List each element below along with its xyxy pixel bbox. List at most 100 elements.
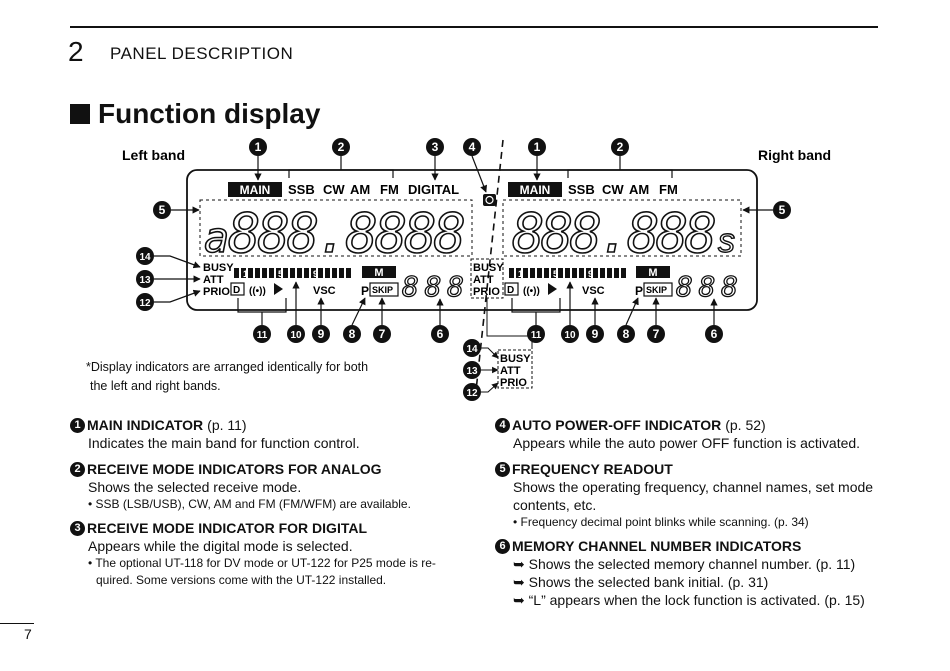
left-band-label: Left band [122,147,185,163]
callouts-side: 5 5 14 13 12 [136,201,791,311]
inset-leader [486,298,533,349]
chapter-title: PANEL DESCRIPTION [110,44,294,63]
status-indicators-left: BUSY ATT PRIO [203,262,234,298]
square-bullet-icon [70,104,90,124]
svg-text:1: 1 [534,140,541,154]
svg-text:PRIO: PRIO [500,377,527,389]
p-indicator-left: P [361,284,369,298]
svg-text:4: 4 [469,140,476,154]
svg-text:1: 1 [255,140,262,154]
svg-text:9: 9 [592,327,599,341]
svg-text:PRIO: PRIO [203,286,230,298]
vsc-indicator-right: VSC [582,285,605,297]
svg-text:7: 7 [653,327,660,341]
svg-text:1: 1 [243,269,248,279]
memory-m-indicator-right [636,266,670,278]
inset-status-indicators: BUSY ATT PRIO [500,353,531,389]
svg-text:CW: CW [323,182,345,197]
svg-text:D: D [507,285,514,296]
svg-text:8: 8 [349,327,356,341]
svg-text:ATT: ATT [500,365,521,377]
svg-text:SKIP: SKIP [372,285,393,295]
svg-text:7: 7 [379,327,386,341]
function-display-diagram: Left band Right band MAIN MAIN SSB CW AM… [122,138,831,401]
chapter-number: 2 [68,36,84,67]
svg-text:10: 10 [290,330,302,341]
svg-text:11: 11 [531,330,542,341]
svg-text:14: 14 [139,252,151,263]
svg-text:9: 9 [313,269,318,279]
page-number: 7 [24,626,32,642]
svg-text:13: 13 [466,366,478,377]
svg-text:6: 6 [711,327,718,341]
footer-rule [0,623,34,624]
svg-text:AM: AM [350,182,370,197]
svg-text:13: 13 [139,275,151,286]
svg-text:11: 11 [257,330,268,341]
svg-text:BUSY: BUSY [203,262,234,274]
svg-text:SSB: SSB [288,182,315,197]
svg-text:12: 12 [466,388,478,399]
svg-text:FM: FM [380,182,399,197]
play-arrow-icon-left [274,283,283,295]
right-band-label: Right band [758,147,831,163]
svg-text:D: D [233,285,240,296]
lock-digit-left: a [204,213,229,262]
svg-text:PRIO: PRIO [473,286,500,298]
suffix-s-right: s [718,222,735,260]
svg-text:12: 12 [139,298,151,309]
svg-text:5: 5 [159,203,166,217]
digital-d-indicator-left [230,282,245,296]
frequency-readout-left: 888.8888 [228,202,466,265]
svg-text:8: 8 [623,327,630,341]
svg-text:9: 9 [318,327,325,341]
svg-text:2: 2 [617,140,624,154]
callouts-bottom: 11 10 9 8 7 6 11 10 9 8 7 6 [237,281,723,343]
wave-icon-left: ((•)) [249,286,266,297]
s-meter-left [234,268,351,278]
callouts-inset: 14 13 12 [463,339,499,401]
svg-text:3: 3 [432,140,439,154]
svg-text:M: M [648,267,657,279]
svg-text:14: 14 [466,344,478,355]
svg-text:DIGITAL: DIGITAL [408,182,459,197]
svg-text:5: 5 [278,269,283,279]
svg-text:6: 6 [437,327,444,341]
s-meter-right [509,268,626,278]
memory-m-indicator-left [362,266,396,278]
svg-text:MAIN: MAIN [520,183,551,197]
arrow-bullet-icon: ➥ [513,574,529,590]
main-indicator-right [508,182,562,197]
svg-text:5: 5 [553,269,558,279]
auto-power-off-icon [483,194,496,206]
vsc-indicator-left: VSC [313,285,336,297]
svg-text:AM: AM [629,182,649,197]
svg-text:5: 5 [779,203,786,217]
p-indicator-right: P [635,284,643,298]
svg-text:SSB: SSB [568,182,595,197]
wave-icon-right: ((•)) [523,286,540,297]
skip-indicator-right [643,282,673,297]
svg-text:M: M [374,267,383,279]
svg-text:FM: FM [659,182,678,197]
digital-d-indicator-right [504,282,519,296]
arrow-bullet-icon: ➥ [513,556,529,572]
svg-text:ATT: ATT [473,274,494,286]
lcd-outline [186,169,758,311]
svg-text:10: 10 [564,330,576,341]
svg-text:ATT: ATT [203,274,224,286]
section-title: Function display [70,98,320,130]
svg-text:BUSY: BUSY [473,262,504,274]
band-divider [474,139,504,401]
memory-channel-left: 888 [402,270,464,303]
svg-text:CW: CW [602,182,624,197]
svg-text:MAIN: MAIN [240,183,271,197]
svg-text:1: 1 [518,269,523,279]
memory-channel-right: 888 [676,270,738,303]
svg-text:2: 2 [338,140,345,154]
